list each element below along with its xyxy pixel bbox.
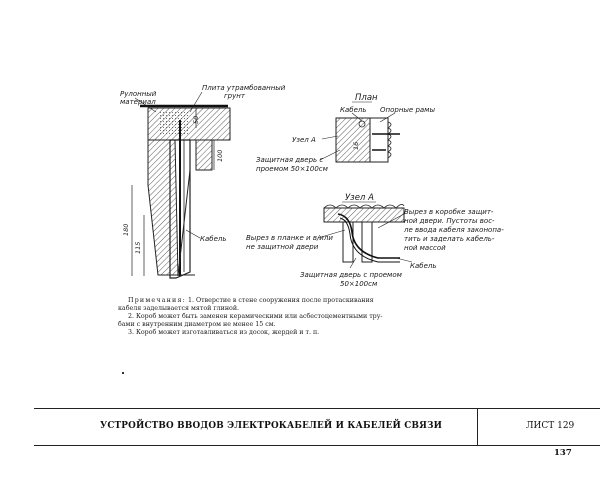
roll-material-label-2: материал	[120, 98, 156, 106]
note-2a: 2. Короб может быть заменен керамическим…	[128, 313, 383, 320]
leader-cutout-box	[377, 213, 405, 229]
node-cable-label: Кабель	[410, 262, 436, 270]
plan-node-label: Узел А	[292, 136, 316, 144]
page-number: 137	[554, 448, 572, 458]
leader-node-cable	[395, 257, 413, 263]
section-view: Рулонный материал Плита утрамбованный гр…	[120, 84, 286, 279]
leader-plan-frames	[379, 112, 396, 123]
plan-title: План	[355, 93, 378, 103]
plan-dim-16: 16	[352, 142, 360, 150]
plan-frames-label: Опорные рамы	[380, 106, 435, 114]
notes-block: Примечания: 1. Отверстие в стене сооруже…	[118, 297, 408, 337]
notes-heading: Примечания:	[128, 297, 186, 304]
node-frame-top	[323, 204, 405, 209]
note-1b: кабеля заделывается мятой глиной.	[118, 305, 240, 312]
plan-box	[369, 117, 389, 163]
node-cable	[337, 213, 400, 259]
stray-dot	[122, 372, 124, 374]
cutout-box-label-2: ной двери. Пустоты вос-	[404, 217, 495, 225]
cutout-box-label-5: ной массой	[404, 244, 446, 252]
title-divider	[477, 409, 479, 445]
plan-frames	[387, 121, 392, 159]
slab-label-1: Плита утрамбованный	[202, 84, 286, 92]
plan-door-label-1: Защитная дверь с	[256, 156, 323, 164]
note-3: 3. Короб может изготавливаться из досок,…	[128, 329, 320, 336]
leader-cable	[185, 229, 201, 239]
roll-material-label-1: Рулонный	[120, 90, 157, 98]
node-door-frame-2	[361, 221, 373, 263]
plan-cable-label: Кабель	[340, 106, 366, 114]
cutout-box-label-4: тить и заделать кабель-	[404, 235, 495, 243]
dim-100: 100	[216, 150, 224, 162]
cutout-plank-label-1: Вырез в планке и в/или	[246, 234, 333, 242]
leader-slab	[189, 91, 203, 113]
leader-node-a	[321, 135, 339, 140]
node-cable-2	[339, 217, 400, 263]
sheet-number: ЛИСТ 129	[526, 421, 575, 431]
dim-50: 50	[192, 116, 200, 124]
slope-edge	[177, 169, 191, 277]
title-block: УСТРОЙСТВО ВВОДОВ ЭЛЕКТРОКАБЕЛЕЙ И КАБЕЛ…	[34, 408, 600, 446]
slab-dots	[160, 112, 190, 134]
node-title: Узел А	[345, 193, 374, 203]
plan-door-label-2: проемом 50×100см	[256, 165, 329, 173]
leader-plan-door	[319, 149, 341, 161]
wall-section	[147, 139, 179, 276]
dim-180: 180	[122, 224, 130, 236]
leader-plan-cable	[351, 112, 363, 122]
cutout-box-label-1: Вырез в коробке защит-	[404, 208, 494, 216]
plan-view: План Кабель Опорные рамы Узел А Защитная…	[256, 93, 435, 173]
leader-cutout-plank	[317, 229, 346, 239]
node-door-label-2: 50×100см	[340, 280, 378, 288]
drawing-title: УСТРОЙСТВО ВВОДОВ ЭЛЕКТРОКАБЕЛЕЙ И КАБЕЛ…	[100, 421, 443, 431]
cutout-plank-label-2: не защитной двери	[246, 243, 319, 251]
leader-node-door	[349, 257, 357, 269]
node-door-label-1: Защитная дверь с проемом	[300, 271, 403, 279]
node-a-view: Узел А Вырез в планке и в/или не защитно…	[246, 193, 504, 288]
dim-115: 115	[134, 242, 142, 254]
node-wall	[323, 207, 405, 223]
wall-column	[195, 139, 213, 171]
section-cable-label: Кабель	[200, 235, 226, 243]
leader-roll	[134, 97, 157, 113]
notes-line-1: Примечания: 1. Отверстие в стене сооруже…	[118, 297, 408, 305]
note-1a: 1. Отверстие в стене сооружения после пр…	[187, 297, 374, 304]
node-door-frame	[342, 221, 354, 263]
cutout-box-label-3: ле ввода кабеля законопа-	[403, 226, 504, 234]
slab-label-2: грунт	[224, 92, 246, 100]
note-2b: бами с внутренним диаметром не менее 15 …	[118, 321, 276, 328]
